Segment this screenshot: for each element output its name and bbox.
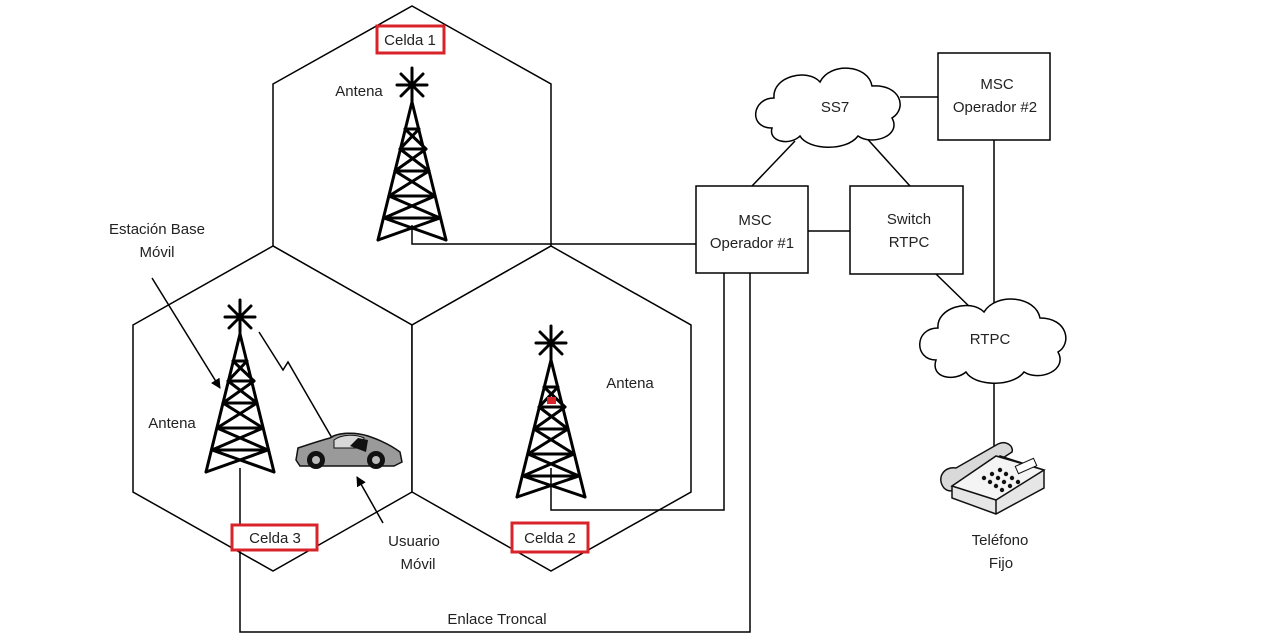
cell-2-label-box (510, 521, 590, 554)
msc-operator-1-label-line2: Operador #1 (710, 235, 794, 252)
trunk-link-label: Enlace Troncal (447, 611, 546, 628)
mobile-user-label-line2: Móvil (400, 556, 435, 573)
base-station-label-line2: Móvil (139, 244, 174, 261)
msc1-to-ss7-link (751, 140, 796, 187)
antenna-tower-cell-3-icon (204, 298, 276, 474)
rtpc-cloud (919, 298, 1067, 384)
msc-operator-2-label-line2: Operador #2 (953, 99, 1037, 116)
switch-rtpc-box (849, 185, 964, 275)
cell-3-label: Celda 3 (249, 530, 301, 547)
mobile-user-label-line1: Usuario (388, 533, 440, 550)
antenna-label-cell-3: Antena (148, 415, 196, 432)
cell2-to-msc1-link (550, 273, 725, 511)
msc-operator-1-label-line1: MSC (738, 212, 772, 229)
base-station-label-line1: Estación Base (109, 221, 205, 238)
msc-operator-2-box (937, 52, 1051, 141)
mobile-user-arrow (356, 476, 384, 524)
cell-3-label-box (230, 523, 319, 552)
switch-rtpc-label-line1: Switch (887, 211, 931, 228)
ss7-to-switch-link (861, 132, 911, 187)
rtpc-label: RTPC (970, 331, 1011, 348)
ss7-label: SS7 (821, 99, 849, 116)
cell-2-label: Celda 2 (524, 530, 576, 547)
tower-highlight-marker (547, 397, 556, 404)
phone-label-line2: Fijo (989, 555, 1013, 572)
switch-rtpc-label-line2: RTPC (889, 234, 930, 251)
phone-label-line1: Teléfono (972, 532, 1029, 549)
cell-1-label: Celda 1 (384, 32, 436, 49)
car-icon (295, 432, 403, 469)
telephone-icon (940, 441, 1046, 515)
antenna-tower-cell-1-icon (376, 66, 448, 242)
antenna-label-cell-1: Antena (335, 83, 383, 100)
ss7-cloud (754, 67, 901, 148)
msc-operator-1-box (695, 185, 809, 274)
msc-operator-2-label-line1: MSC (980, 76, 1014, 93)
cell-1-label-box (375, 24, 446, 55)
cell1-to-msc1-link (411, 225, 696, 245)
antenna-label-cell-2: Antena (606, 375, 654, 392)
base-station-arrow (151, 277, 221, 389)
radio-link-icon (258, 331, 333, 439)
antenna-tower-cell-2-icon (515, 324, 587, 499)
